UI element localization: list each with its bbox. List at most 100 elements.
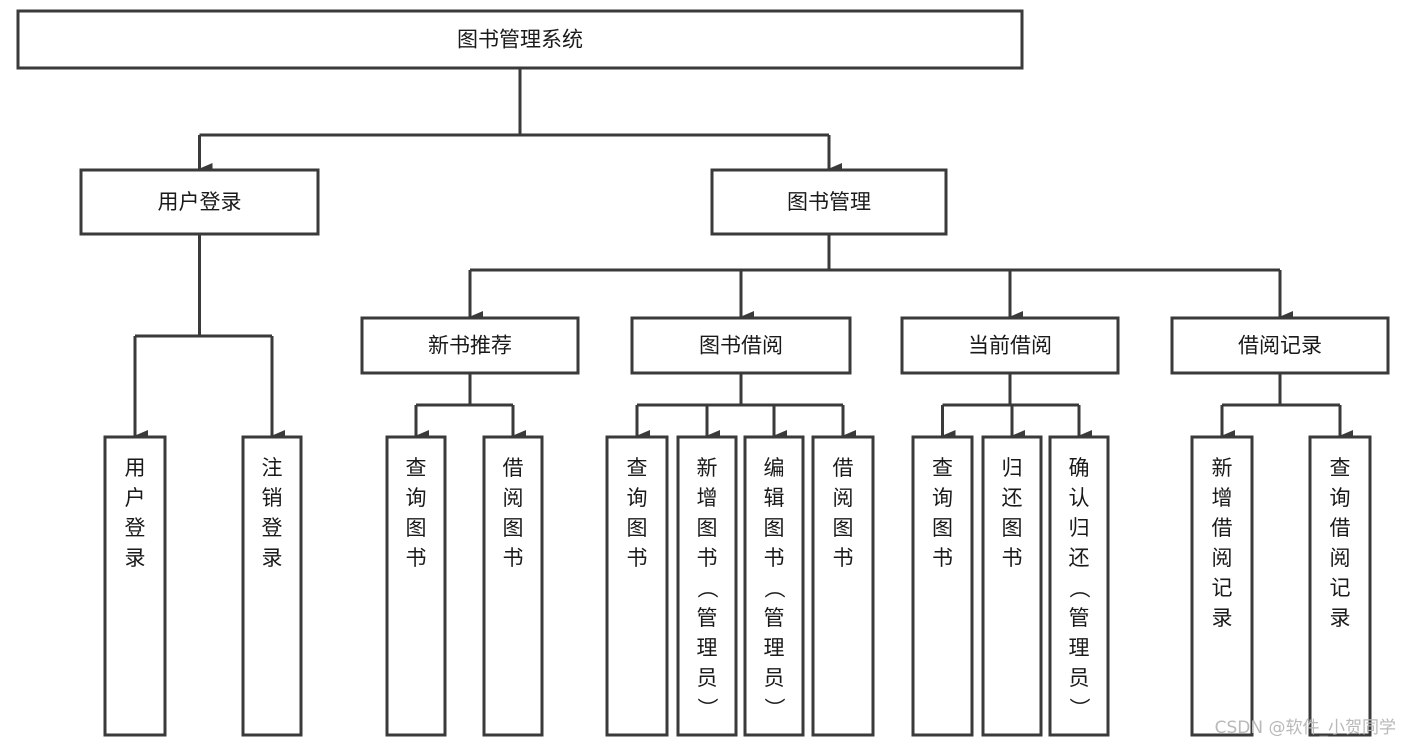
svg-text:图: 图 [833, 516, 854, 540]
svg-text:管: 管 [1069, 606, 1090, 630]
svg-text:（: （ [695, 578, 719, 599]
svg-text:借: 借 [1330, 516, 1351, 540]
node-box-leaf-query-book-2 [605, 435, 669, 737]
svg-text:录: 录 [1212, 606, 1233, 630]
svg-text:）: ） [695, 698, 719, 719]
svg-text:图: 图 [764, 516, 785, 540]
svg-text:理: 理 [1069, 636, 1090, 660]
svg-text:理: 理 [697, 636, 718, 660]
svg-text:增: 增 [1212, 486, 1233, 510]
svg-text:（: （ [1067, 578, 1091, 599]
node-box-leaf-confirm-return [1048, 435, 1110, 737]
node-box-new-book-recommend [360, 316, 580, 375]
svg-text:借: 借 [503, 456, 524, 480]
node-box-leaf-user-logout [241, 435, 303, 737]
node-label-current-borrow: 当前借阅 [968, 334, 1052, 358]
svg-text:新: 新 [697, 456, 718, 480]
node-box-book-borrow [630, 316, 852, 375]
svg-text:图: 图 [1002, 516, 1023, 540]
svg-text:还: 还 [1069, 546, 1090, 570]
svg-text:）: ） [1067, 698, 1091, 719]
node-box-leaf-borrow-book-1 [482, 435, 544, 737]
svg-text:图: 图 [627, 516, 648, 540]
node-box-leaf-add-record [1190, 435, 1254, 737]
svg-text:录: 录 [125, 546, 146, 570]
node-box-root [16, 9, 1024, 70]
node-box-leaf-edit-book [743, 435, 805, 737]
svg-text:归: 归 [1002, 456, 1023, 480]
node-box-leaf-query-book-3 [911, 435, 974, 737]
node-box-leaf-add-book [676, 435, 738, 737]
svg-text:借: 借 [833, 456, 854, 480]
node-box-leaf-query-record [1308, 435, 1372, 737]
svg-text:户: 户 [125, 486, 146, 510]
node-box-book-management [710, 168, 948, 236]
svg-text:查: 查 [932, 456, 953, 480]
svg-text:登: 登 [262, 516, 283, 540]
svg-text:归: 归 [1069, 516, 1090, 540]
node-box-leaf-return-book [981, 435, 1043, 737]
svg-text:增: 增 [697, 486, 718, 510]
svg-text:确: 确 [1069, 456, 1090, 480]
svg-text:书: 书 [503, 546, 524, 570]
node-box-leaf-borrow-book-2 [811, 435, 875, 737]
svg-text:辑: 辑 [764, 486, 785, 510]
svg-text:询: 询 [627, 486, 648, 510]
node-label-root: 图书管理系统 [457, 28, 583, 52]
svg-text:）: ） [762, 698, 786, 719]
svg-text:图: 图 [503, 516, 524, 540]
svg-text:认: 认 [1069, 486, 1090, 510]
svg-text:询: 询 [1330, 486, 1351, 510]
svg-text:书: 书 [833, 546, 854, 570]
svg-text:书: 书 [406, 546, 427, 570]
node-label-leaf-user-login: 用户登录 [125, 456, 146, 570]
svg-text:图: 图 [697, 516, 718, 540]
svg-text:书: 书 [627, 546, 648, 570]
node-box-current-borrow [900, 316, 1120, 375]
svg-text:新: 新 [1212, 456, 1233, 480]
svg-text:销: 销 [262, 486, 283, 510]
svg-text:记: 记 [1212, 576, 1233, 600]
svg-text:阅: 阅 [1212, 546, 1233, 570]
svg-text:书: 书 [932, 546, 953, 570]
node-label-book-borrow: 图书借阅 [699, 334, 783, 358]
svg-text:管: 管 [697, 606, 718, 630]
svg-text:用: 用 [125, 456, 146, 480]
svg-text:管: 管 [764, 606, 785, 630]
svg-text:阅: 阅 [833, 486, 854, 510]
svg-text:理: 理 [764, 636, 785, 660]
svg-text:图: 图 [406, 516, 427, 540]
svg-text:阅: 阅 [503, 486, 524, 510]
svg-text:记: 记 [1330, 576, 1351, 600]
boxes-layer [16, 9, 1390, 737]
svg-text:注: 注 [262, 456, 283, 480]
svg-text:书: 书 [1002, 546, 1023, 570]
svg-text:还: 还 [1002, 486, 1023, 510]
svg-text:查: 查 [1330, 456, 1351, 480]
svg-text:录: 录 [1330, 606, 1351, 630]
labels-layer: 图书管理系统用户登录图书管理新书推荐图书借阅当前借阅借阅记录用户登录注销登录查询… [125, 28, 1351, 719]
node-label-user-login: 用户登录 [158, 190, 242, 214]
svg-text:登: 登 [125, 516, 146, 540]
node-box-leaf-user-login [103, 435, 167, 737]
svg-text:员: 员 [697, 666, 718, 690]
svg-text:查: 查 [406, 456, 427, 480]
svg-text:询: 询 [406, 486, 427, 510]
node-label-new-book-recommend: 新书推荐 [428, 334, 512, 358]
node-label-borrow-record: 借阅记录 [1238, 334, 1322, 358]
node-box-borrow-record [1170, 316, 1390, 375]
svg-text:图: 图 [932, 516, 953, 540]
svg-text:阅: 阅 [1330, 546, 1351, 570]
connectors-layer [133, 68, 1353, 442]
